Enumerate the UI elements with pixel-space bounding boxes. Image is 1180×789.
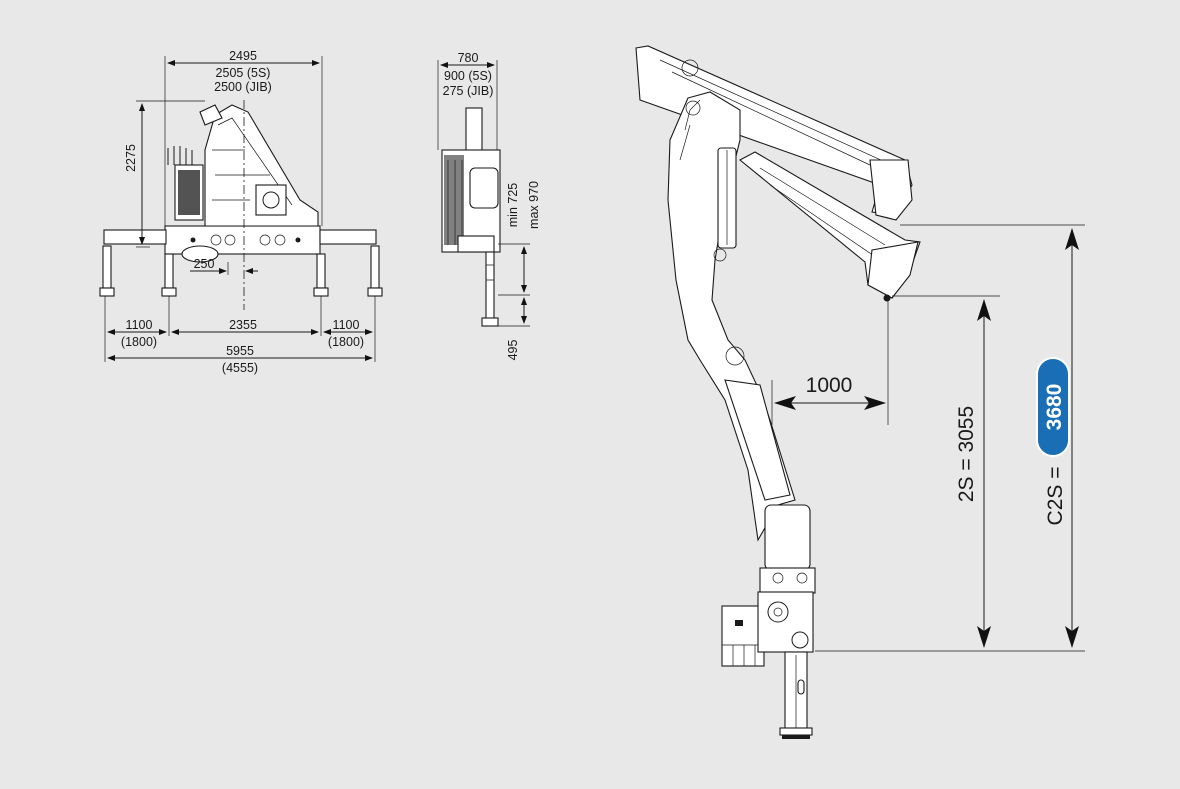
front-crane-body <box>99 104 383 297</box>
boom-height-c2s-label: C2S = <box>1044 467 1067 526</box>
front-offset-250: 250 <box>194 257 215 271</box>
front-dimensions: 2495 2505 (5S) 2500 (JIB) 2275 250 1100 … <box>104 49 376 375</box>
front-leg-left: 1100 <box>126 318 153 332</box>
side-stroke-max: max 970 <box>527 181 541 229</box>
front-leg-right: 1100 <box>333 318 360 332</box>
side-stroke-min: min 725 <box>506 183 520 228</box>
boom-height-c2s-value: 3680 <box>1043 384 1066 431</box>
boom-dimensions: 1000 2S = 3055 C2S = 3680 <box>771 224 1085 652</box>
side-crane-body <box>441 107 501 327</box>
front-leg-right-alt: (1800) <box>328 335 364 349</box>
front-width-jib: 2500 (JIB) <box>214 80 272 94</box>
front-width-5s: 2505 (5S) <box>216 66 271 80</box>
front-height-2275: 2275 <box>124 144 138 172</box>
boom-view: 1000 2S = 3055 C2S = 3680 <box>635 45 1085 739</box>
boom-height-2s: 2S = 3055 <box>955 406 978 502</box>
side-width-jib: 275 (JIB) <box>443 84 494 98</box>
side-foot-495: 495 <box>506 340 520 361</box>
front-center-span: 2355 <box>229 318 257 332</box>
boom-reach-1000: 1000 <box>806 374 853 397</box>
front-leg-left-alt: (1800) <box>121 335 157 349</box>
front-total-span: 5955 <box>226 344 254 358</box>
boom-crane-body <box>635 45 921 739</box>
front-width-2495: 2495 <box>229 49 257 63</box>
side-width-5s: 900 (5S) <box>444 69 492 83</box>
side-dimensions: 780 900 (5S) 275 (JIB) min 725 max 970 4… <box>437 51 541 361</box>
front-view: 2495 2505 (5S) 2500 (JIB) 2275 250 1100 … <box>99 49 383 375</box>
c2s-badge: 3680 <box>1036 357 1070 457</box>
side-width-780: 780 <box>458 51 479 65</box>
front-total-span-alt: (4555) <box>222 361 258 375</box>
side-view: 780 900 (5S) 275 (JIB) min 725 max 970 4… <box>437 51 541 361</box>
